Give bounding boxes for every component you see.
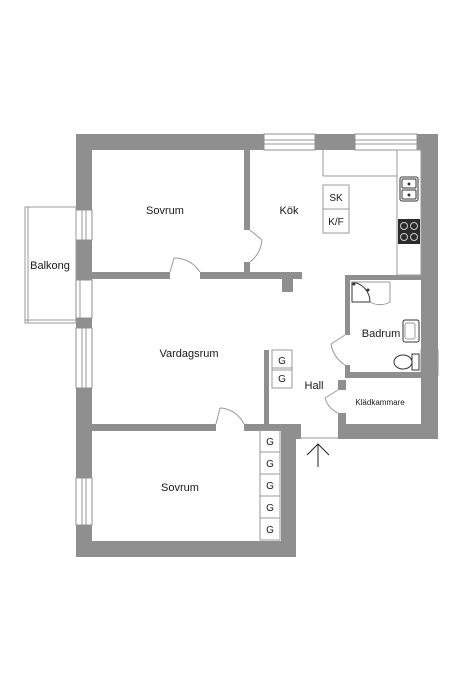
entrance-arrow-icon (306, 443, 330, 467)
wardrobe-label: G (266, 437, 274, 448)
interior-walls (92, 150, 421, 431)
wardrobes (259, 349, 293, 541)
wardrobe-label: G (266, 481, 274, 492)
doors (169, 229, 346, 439)
wardrobe-label: G (278, 356, 286, 367)
room-label-balkong: Balkong (30, 260, 70, 272)
bathroom-fixtures (351, 281, 420, 371)
room-label-kladkammare: Klädkammare (355, 398, 405, 407)
fixture-label-sk: SK (329, 193, 343, 204)
room-label-sovrum-bottom: Sovrum (161, 482, 199, 494)
room-label-badrum: Badrum (362, 328, 401, 340)
kitchen-fixtures (322, 149, 422, 276)
room-label-vardagsrum: Vardagsrum (159, 348, 218, 360)
windows (75, 133, 439, 526)
room-label-hall: Hall (305, 380, 324, 392)
fixture-label-kf: K/F (328, 217, 344, 228)
outer-walls (76, 134, 438, 557)
room-label-kok: Kök (280, 205, 299, 217)
wardrobe-label: G (278, 374, 286, 385)
wardrobe-label: G (266, 503, 274, 514)
wardrobe-label: G (266, 525, 274, 536)
wardrobe-label: G (266, 459, 274, 470)
room-label-sovrum-top: Sovrum (146, 205, 184, 217)
balcony (24, 206, 93, 324)
